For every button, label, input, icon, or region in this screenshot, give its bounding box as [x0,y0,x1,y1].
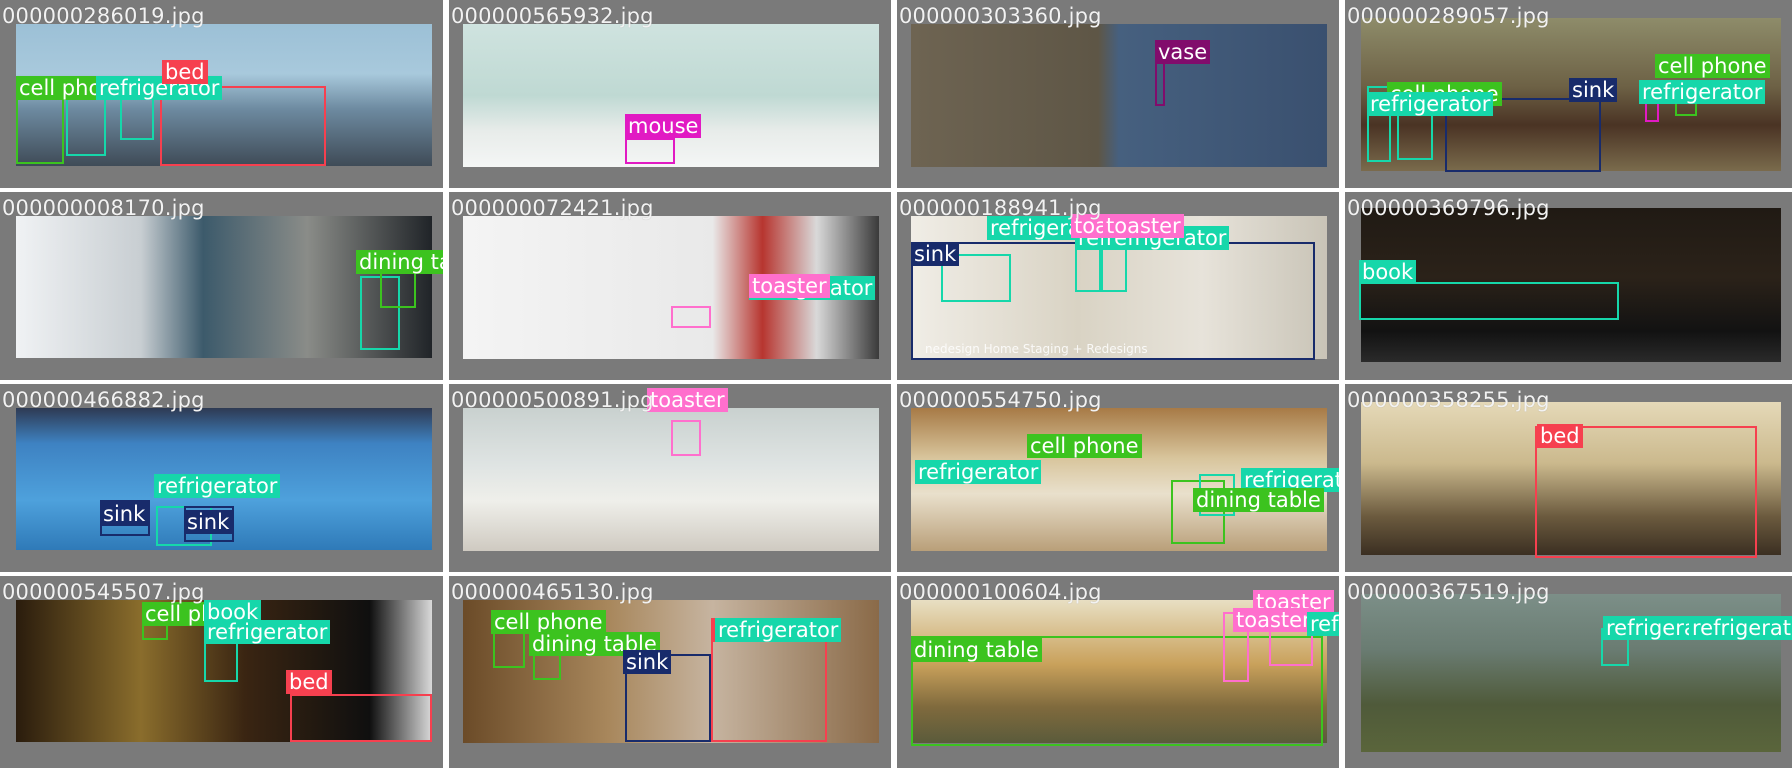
image-thumbnail [16,216,432,358]
detection-label: bed [162,60,208,84]
image-filename: 000000008170.jpg [2,196,205,220]
image-filename: 000000303360.jpg [899,4,1102,28]
image-filename: 000000286019.jpg [2,4,205,28]
image-filename: 000000188941.jpg [899,196,1102,220]
mosaic-tile[interactable]: 000000188941.jpg sink refrigerator refri… [897,192,1339,380]
detection-label: sink [911,242,960,266]
row-separator [0,188,1792,192]
image-watermark-text: nedesign Home Staging + Redesigns [925,342,1148,356]
mosaic-tile[interactable]: 000000008170.jpg dining table refrigerat… [0,192,443,380]
mosaic-tile[interactable]: 000000545507.jpg cell phone book refrige… [0,576,443,768]
row-separator [0,380,1792,384]
image-filename: 000000072421.jpg [451,196,654,220]
bbox-bed [290,694,432,742]
detection-label: refrigerator [1307,612,1339,636]
image-filename: 000000545507.jpg [2,580,205,604]
image-thumbnail [463,24,879,167]
detection-label: refrigerator [715,618,842,642]
detection-label: sink [623,650,672,674]
image-thumbnail [911,24,1327,167]
detection-label: cell phone [1027,434,1142,458]
column-separator [891,0,897,768]
image-filename: 000000367519.jpg [1347,580,1550,604]
detection-label: dining table [911,638,1042,662]
image-thumbnail [1361,208,1781,362]
mosaic-tile[interactable]: 000000072421.jpg refrigerator toaster [449,192,891,380]
bbox-refrigerator [941,254,1011,302]
detection-label: vase [1155,40,1211,64]
bbox-dining-table [911,636,1323,746]
image-filename: 000000289057.jpg [1347,4,1550,28]
bbox-refrigerator [1075,248,1101,292]
detection-label: sink [1569,78,1618,102]
bbox-mouse [625,138,675,164]
mosaic-tile[interactable]: 000000369796.jpg book [1345,192,1792,380]
mosaic-tile[interactable]: 000000358255.jpg bed [1345,384,1792,572]
bbox-toaster [671,306,711,328]
detection-label: dining table [1193,488,1324,512]
image-filename: 000000465130.jpg [451,580,654,604]
mosaic-tile[interactable]: 000000500891.jpg toaster [449,384,891,572]
bbox-book [1359,282,1619,320]
bbox-bed [711,628,827,742]
mosaic-tile[interactable]: 000000303360.jpg vase [897,0,1339,188]
image-filename: 000000565932.jpg [451,4,654,28]
detection-label: refrigerator [154,474,281,498]
bbox-sink [1445,98,1601,172]
bbox-bed [1535,426,1757,558]
detection-label: bed [286,670,332,694]
row-separator [0,572,1792,576]
image-filename: 000000369796.jpg [1347,196,1550,220]
detection-label: sink [184,510,233,534]
detection-label: bed [1537,424,1583,448]
detection-label: toaster [749,274,830,298]
image-filename: 000000358255.jpg [1347,388,1550,412]
detection-label: dining table [356,250,443,274]
column-separator [443,0,449,768]
bbox-bed [160,86,326,166]
column-separator [1339,0,1345,768]
mosaic-tile[interactable]: 000000289057.jpg cell phone cell phone r… [1345,0,1792,188]
detection-label: refrigerator [1639,80,1766,104]
bbox-dining-table [1171,480,1225,544]
image-filename: 000000500891.jpg [451,388,654,412]
detection-label: refrigerator [204,620,331,644]
detection-label: cell phone [491,610,606,634]
mosaic-tile[interactable]: 000000367519.jpg refrigerator refrigerat… [1345,576,1792,768]
mosaic-tile[interactable]: 000000466882.jpg refrigerator sink sink [0,384,443,572]
mosaic-tile[interactable]: 000000100604.jpg dining table toaster to… [897,576,1339,768]
detection-label: book [1359,260,1417,284]
bbox-refrigerator [1101,248,1127,292]
image-filename: 000000466882.jpg [2,388,205,412]
detection-label: refrigerator [1689,616,1792,640]
mosaic-tile[interactable]: 000000554750.jpg refrigerator cell phone… [897,384,1339,572]
detection-label: toaster [1233,608,1314,632]
detection-label: cell phone [1655,54,1770,78]
bbox-toaster [671,420,701,456]
mosaic-tile[interactable]: 000000465130.jpg cell phone dining table… [449,576,891,768]
bbox-refrigerator [1367,86,1391,162]
image-filename: 000000554750.jpg [899,388,1102,412]
mosaic-tile[interactable]: 000000565932.jpg mouse [449,0,891,188]
detection-label: toaster [647,388,728,412]
mosaic-tile[interactable]: 000000286019.jpg cell phone refrigerator… [0,0,443,188]
detection-label: sink [100,502,149,526]
detection-label: mouse [625,114,702,138]
detection-label: refrigerator [1367,92,1494,116]
image-filename: 000000100604.jpg [899,580,1102,604]
detection-label: toaster [1103,214,1184,238]
detection-label: refrigerator [915,460,1042,484]
bbox-vase [1155,62,1165,106]
